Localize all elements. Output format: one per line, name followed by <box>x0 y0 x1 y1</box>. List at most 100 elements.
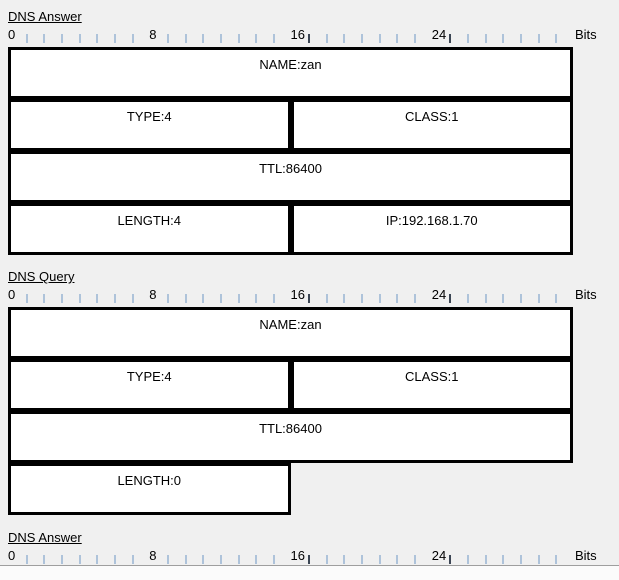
ruler-tick <box>520 555 523 564</box>
ruler-tick <box>166 555 169 564</box>
ruler-tick <box>414 34 417 43</box>
ruler-tick <box>308 555 311 564</box>
field-row: LENGTH:0 <box>8 463 573 515</box>
field-box: NAME:zan <box>8 307 573 359</box>
field-box: LENGTH:0 <box>8 463 291 515</box>
ruler-tick <box>96 294 99 303</box>
ruler-tick <box>237 34 240 43</box>
ruler-number: 16 <box>290 287 305 302</box>
ruler-number: 16 <box>290 27 305 42</box>
ruler-tick <box>219 34 222 43</box>
ruler-tick <box>361 34 364 43</box>
ruler-number: 0 <box>8 287 16 302</box>
ruler-tick <box>272 555 275 564</box>
ruler-tick <box>202 34 205 43</box>
ruler-tick <box>325 34 328 43</box>
ruler-tick <box>520 34 523 43</box>
ruler-tick <box>184 294 187 303</box>
ruler-tick <box>272 34 275 43</box>
ruler-tick <box>202 555 205 564</box>
ruler-tick <box>449 34 452 43</box>
field-row: TTL:86400 <box>8 411 573 463</box>
section-title: DNS Answer <box>8 9 82 24</box>
ruler-tick <box>449 294 452 303</box>
field-box: NAME:zan <box>8 47 573 99</box>
ruler-tick <box>555 34 558 43</box>
ruler-number: 24 <box>431 548 447 563</box>
ruler-tick <box>396 294 399 303</box>
section-title: DNS Query <box>8 269 75 284</box>
ruler-unit-label: Bits <box>575 548 597 563</box>
ruler-tick <box>414 294 417 303</box>
field-label: NAME:zan <box>259 57 322 72</box>
field-label: CLASS:1 <box>405 369 459 384</box>
ruler-tick <box>502 34 505 43</box>
ruler-tick <box>96 555 99 564</box>
ruler-tick <box>467 294 470 303</box>
ruler-tick <box>25 294 28 303</box>
ruler-tick <box>343 34 346 43</box>
ruler-tick <box>184 555 187 564</box>
ruler-tick <box>325 294 328 303</box>
ruler-tick <box>272 294 275 303</box>
ruler-tick <box>219 294 222 303</box>
field-label: TTL:86400 <box>259 421 322 436</box>
ruler-unit-label: Bits <box>575 27 597 42</box>
ruler-tick <box>25 555 28 564</box>
ruler-tick <box>131 34 134 43</box>
ruler-tick <box>325 555 328 564</box>
ruler-tick <box>113 555 116 564</box>
field-row: TYPE:4 CLASS:1 <box>8 359 573 411</box>
ruler-tick <box>343 555 346 564</box>
section-title: DNS Answer <box>8 530 82 545</box>
ruler-tick <box>396 555 399 564</box>
field-label: LENGTH:0 <box>117 473 182 488</box>
ruler-tick <box>343 294 346 303</box>
ruler-tick <box>78 294 81 303</box>
field-label: LENGTH:4 <box>117 213 182 228</box>
ruler-tick <box>113 34 116 43</box>
ruler-tick <box>113 294 116 303</box>
ruler-tick <box>78 34 81 43</box>
field-label: TTL:86400 <box>259 161 322 176</box>
ruler-tick <box>60 34 63 43</box>
field-label: TYPE:4 <box>126 109 172 124</box>
ruler-tick <box>537 294 540 303</box>
ruler-number: 24 <box>431 27 447 42</box>
ruler-tick <box>449 555 452 564</box>
ruler-tick <box>484 294 487 303</box>
field-box: TYPE:4 <box>8 359 291 411</box>
ruler-unit-label: Bits <box>575 287 597 302</box>
ruler-tick <box>131 294 134 303</box>
ruler-tick <box>484 555 487 564</box>
field-row: TTL:86400 <box>8 151 573 203</box>
ruler-tick <box>361 555 364 564</box>
ruler-tick <box>78 555 81 564</box>
ruler-tick <box>308 34 311 43</box>
ruler-tick <box>555 294 558 303</box>
ruler-tick <box>166 34 169 43</box>
ruler-tick <box>25 34 28 43</box>
ruler-tick <box>520 294 523 303</box>
ruler-tick <box>502 555 505 564</box>
ruler-tick <box>43 34 46 43</box>
ruler-tick <box>255 294 258 303</box>
ruler-tick <box>166 294 169 303</box>
ruler-tick <box>537 555 540 564</box>
ruler-tick <box>537 34 540 43</box>
ruler-tick <box>255 34 258 43</box>
ruler-number: 8 <box>149 548 157 563</box>
ruler-tick <box>237 294 240 303</box>
ruler-tick <box>237 555 240 564</box>
ruler-number: 8 <box>149 27 157 42</box>
